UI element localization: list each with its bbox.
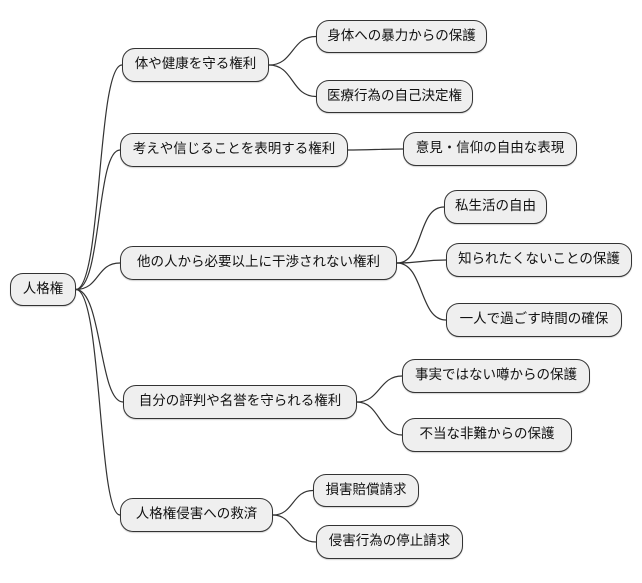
edge-root-branch-1 xyxy=(75,149,121,291)
node-leaf-medical-self-determination: 医療行為の自己決定権 xyxy=(316,80,473,113)
edge-branch-3-leaf-1 xyxy=(356,401,403,436)
edge-branch-4-leaf-1 xyxy=(272,514,317,543)
edge-branch-0-leaf-0 xyxy=(268,35,317,66)
edge-root-branch-3 xyxy=(75,288,124,403)
node-branch-non-interference: 他の人から必要以上に干渉されない権利 xyxy=(120,246,397,280)
node-leaf-injunction-claim: 侵害行為の停止請求 xyxy=(316,525,463,559)
node-branch-remedy: 人格権侵害への救済 xyxy=(120,498,273,532)
edge-root-branch-0 xyxy=(75,64,123,291)
edge-branch-2-leaf-1 xyxy=(396,259,447,264)
node-leaf-alone-time: 一人で過ごす時間の確保 xyxy=(446,303,622,337)
node-branch-body-health: 体や健康を守る権利 xyxy=(122,48,269,82)
node-leaf-false-rumor-protection: 事実ではない噂からの保護 xyxy=(402,359,590,393)
node-leaf-secrets-protection: 知られたくないことの保護 xyxy=(446,243,632,277)
node-leaf-unfair-criticism-protection: 不当な非難からの保護 xyxy=(402,418,572,452)
edge-branch-0-leaf-1 xyxy=(268,64,317,98)
node-branch-expression: 考えや信じることを表明する権利 xyxy=(120,133,348,167)
edge-branch-2-leaf-2 xyxy=(396,262,447,321)
node-leaf-free-expression: 意見・信仰の自由な表現 xyxy=(403,132,577,166)
edge-branch-2-leaf-0 xyxy=(396,206,445,264)
edge-branch-4-leaf-0 xyxy=(272,489,314,516)
node-leaf-damages-claim: 損害賠償請求 xyxy=(313,474,419,507)
node-leaf-violence-protection: 身体への暴力からの保護 xyxy=(316,20,487,53)
edge-root-branch-2 xyxy=(75,262,121,291)
node-root: 人格権 xyxy=(10,273,76,306)
edge-branch-3-leaf-0 xyxy=(356,375,403,403)
node-leaf-private-life-freedom: 私生活の自由 xyxy=(444,190,547,224)
edge-root-branch-4 xyxy=(75,288,121,516)
node-branch-reputation: 自分の評判や名誉を守られる権利 xyxy=(123,385,357,419)
edge-branch-1-leaf-0 xyxy=(347,148,404,151)
